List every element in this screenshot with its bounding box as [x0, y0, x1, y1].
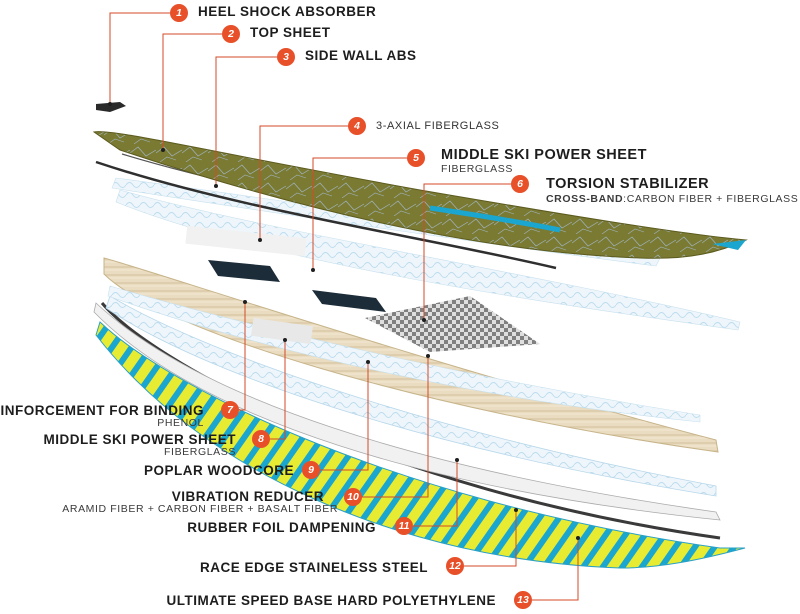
badge-6: 6: [511, 175, 529, 193]
label-cross-band-materials: :CARBON FIBER + FIBERGLASS: [623, 193, 799, 205]
badge-5: 5: [407, 149, 425, 167]
top-sheet-tip: [712, 240, 746, 250]
heel-shock-absorber: [96, 102, 126, 112]
label-middle-ski-power-sheet-lower: MIDDLE SKI POWER SHEET: [43, 432, 236, 447]
label-reinforcement-for-binding-sub: PHENOL: [157, 417, 204, 429]
badge-12: 12: [446, 557, 464, 575]
label-top-sheet: TOP SHEET: [250, 25, 331, 40]
label-middle-ski-power-sheet-upper-sub: FIBERGLASS: [441, 163, 513, 175]
badge-8: 8: [252, 430, 270, 448]
binding-reinforcement-patch: [251, 317, 313, 345]
label-middle-ski-power-sheet-lower-sub: FIBERGLASS: [164, 446, 236, 458]
label-race-edge-steel: RACE EDGE STAINELESS STEEL: [199, 560, 428, 575]
label-ultimate-speed-base: ULTIMATE SPEED BASE HARD POLYETHYLENE: [166, 593, 496, 608]
top-sheet: [92, 131, 748, 259]
label-rubber-foil-dampening: RUBBER FOIL DAMPENING: [187, 520, 376, 535]
axial-fiberglass-patch: [185, 225, 307, 257]
reinforcement-plate-b: [312, 290, 386, 312]
badge-1: 1: [170, 4, 188, 22]
vibration-reducer: [105, 295, 717, 497]
badge-11: 11: [395, 517, 413, 535]
label-torsion-stabilizer: TORSION STABILIZER: [546, 176, 710, 192]
label-reinforcement-for-binding: REINFORCEMENT FOR BINDING: [0, 403, 204, 418]
label-heel-shock-absorber: HEEL SHOCK ABSORBER: [198, 4, 377, 19]
badge-10: 10: [344, 488, 362, 506]
label-vibration-reducer-sub: ARAMID FIBER + CARBON FIBER + BASALT FIB…: [62, 503, 338, 515]
label-middle-ski-power-sheet-upper: MIDDLE SKI POWER SHEET: [441, 147, 647, 163]
reinforcement-plate-a: [208, 260, 280, 282]
label-poplar-woodcore: POPLAR WOODCORE: [143, 463, 294, 478]
label-torsion-stabilizer-sub: CROSS-BAND:CARBON FIBER + FIBERGLASS: [546, 193, 799, 206]
badge-3: 3: [277, 48, 295, 66]
top-sheet-accent: [429, 205, 561, 233]
badge-7: 7: [221, 401, 239, 419]
label-cross-band: CROSS-BAND: [546, 193, 624, 205]
rubber-foil: [93, 302, 721, 521]
badge-13: 13: [514, 591, 532, 609]
leader-dots: [108, 102, 580, 540]
badge-9: 9: [302, 461, 320, 479]
badge-2: 2: [222, 25, 240, 43]
base-layer: [95, 321, 746, 569]
badge-4: 4: [348, 117, 366, 135]
label-3-axial-fiberglass: 3-AXIAL FIBERGLASS: [376, 120, 500, 132]
torsion-stabilizer: [365, 296, 540, 352]
side-wall: [95, 160, 557, 270]
leader-lines: [109, 12, 579, 601]
label-vibration-reducer: VIBRATION REDUCER: [171, 489, 324, 504]
label-side-wall-abs: SIDE WALL ABS: [305, 48, 417, 63]
